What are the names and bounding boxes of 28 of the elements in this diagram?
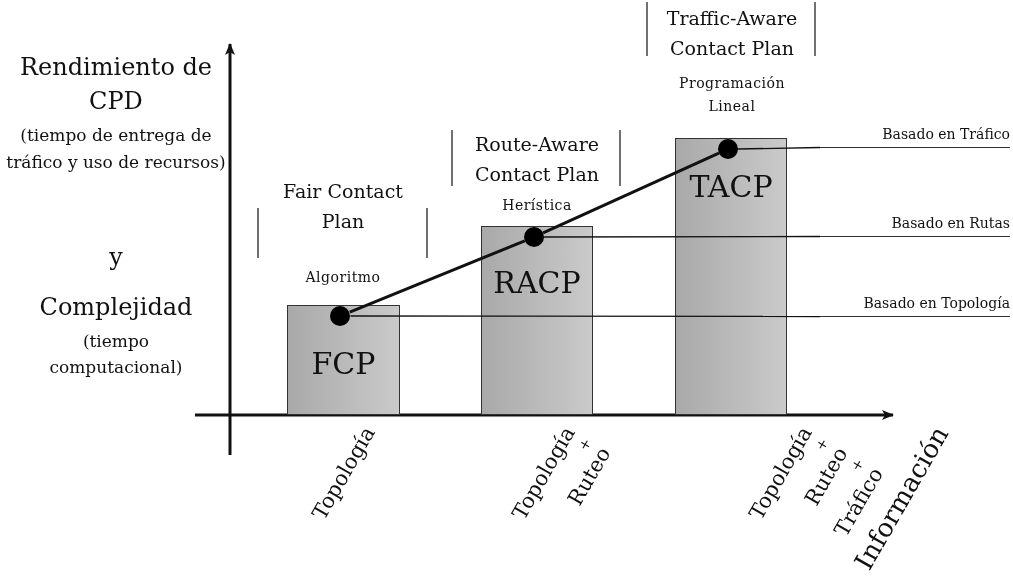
trend-line (542, 151, 720, 235)
category-label: Basado en Rutas (820, 215, 1010, 237)
bar (481, 226, 593, 415)
category-label: Basado en Tráfico (820, 126, 1010, 148)
axis-subtitle: (tiempo computacional) (48, 330, 184, 379)
dot-marker (717, 138, 738, 159)
trend-line (349, 239, 526, 314)
category-label: Basado en Topología (820, 295, 1010, 317)
bar (287, 305, 400, 415)
method-text: Algoritmo (304, 268, 382, 287)
axis-title: Rendimiento de CPD (18, 52, 214, 117)
heading-text: Route-Aware Contact Plan (473, 132, 601, 187)
bar-label: FCP (310, 346, 377, 381)
bar-label: TACP (688, 169, 774, 204)
guide-line (737, 146, 821, 150)
bar (675, 138, 787, 415)
method-text: Programación Lineal (678, 74, 786, 116)
axis-subtitle: (tiempo de entrega de tráfico y uso de recursos) (5, 124, 227, 174)
axis-title: y (108, 242, 124, 273)
method-text: Herística (501, 196, 573, 215)
dot-marker (523, 226, 544, 247)
bar-label: RACP (492, 265, 582, 300)
dot-marker (330, 305, 350, 326)
axis-title: Complejidad (38, 292, 194, 323)
guide-line (349, 315, 821, 318)
heading-text: Traffic-Aware Contact Plan (665, 6, 799, 61)
heading-text: Fair Contact Plan (282, 179, 404, 234)
guide-line (543, 235, 821, 238)
